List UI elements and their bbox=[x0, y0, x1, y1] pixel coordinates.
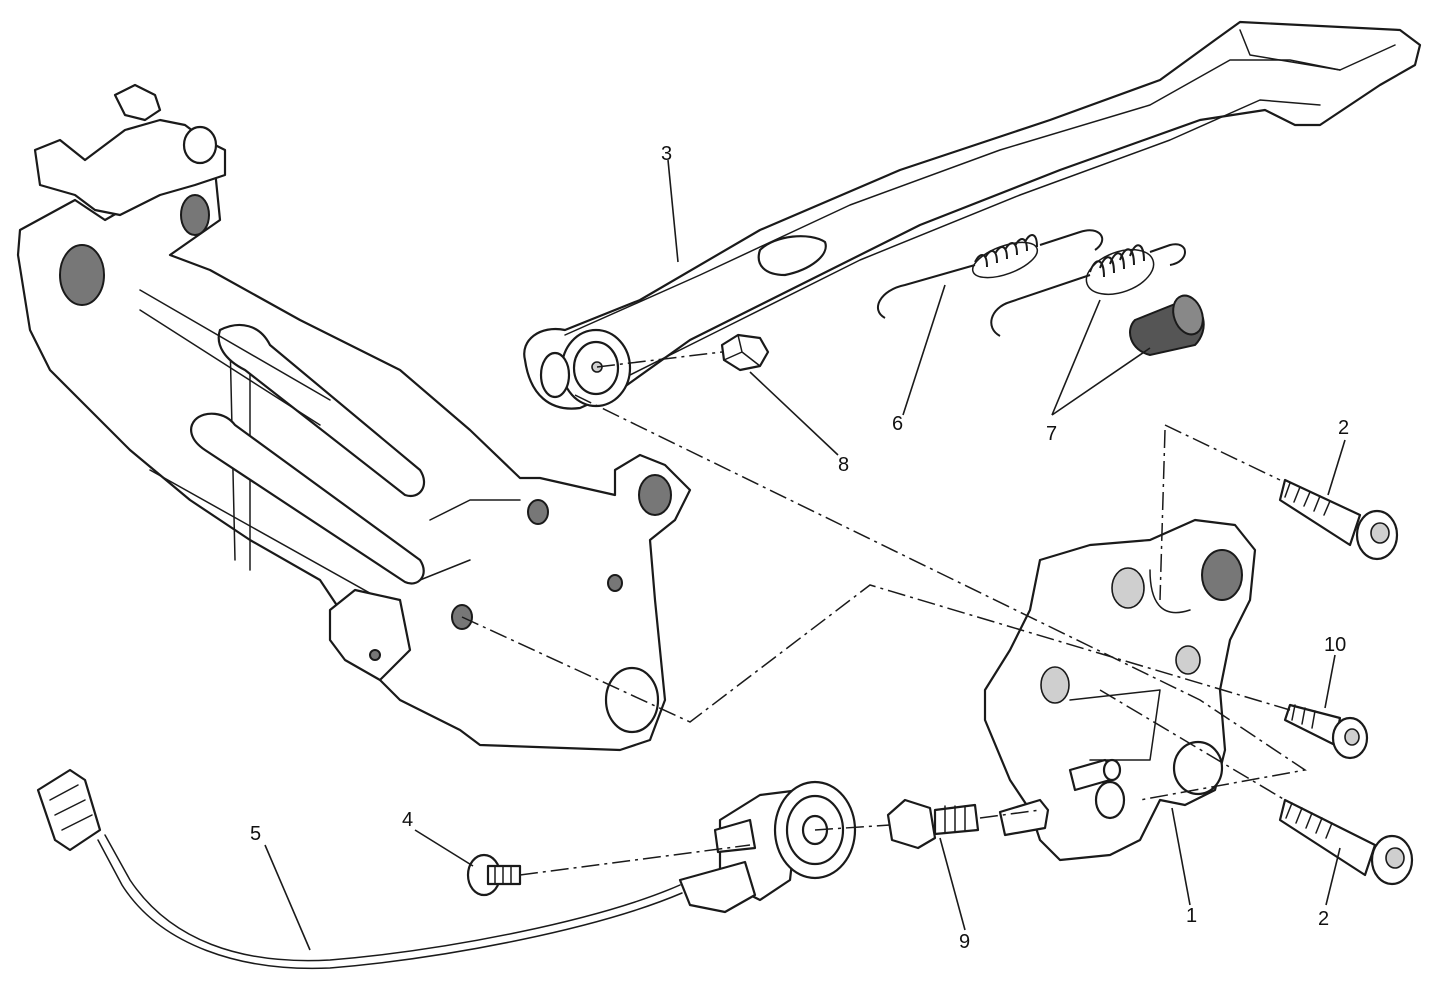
pin bbox=[886, 798, 980, 850]
side-stand-leg bbox=[523, 20, 1422, 410]
spring-sleeve bbox=[1129, 294, 1205, 357]
screw-2-lower bbox=[1278, 798, 1414, 886]
spring-6 bbox=[876, 229, 1104, 319]
screw-10 bbox=[1283, 703, 1369, 760]
callout-10: 10 bbox=[1324, 634, 1346, 656]
callout-2-lower: 2 bbox=[1318, 908, 1329, 930]
spring-7 bbox=[990, 243, 1186, 337]
mounting-plate bbox=[983, 518, 1257, 862]
screw-2-upper bbox=[1278, 478, 1399, 561]
callout-4: 4 bbox=[402, 809, 413, 831]
cable-connector bbox=[36, 768, 102, 852]
callout-6: 6 bbox=[892, 413, 903, 435]
callout-7: 7 bbox=[1046, 423, 1057, 445]
frame-bracket bbox=[16, 83, 692, 752]
assembly-lines bbox=[461, 351, 1307, 876]
screw-4 bbox=[466, 853, 522, 897]
callout-9: 9 bbox=[959, 931, 970, 953]
callout-8: 8 bbox=[838, 454, 849, 476]
leader-lines bbox=[264, 159, 1346, 951]
callout-labels: 3 2 10 2 1 6 7 8 9 4 5 bbox=[250, 143, 1349, 953]
callout-2-upper: 2 bbox=[1338, 417, 1349, 439]
nut bbox=[720, 333, 770, 372]
callout-1: 1 bbox=[1186, 905, 1197, 927]
callout-3: 3 bbox=[661, 143, 672, 165]
sensor-switch bbox=[678, 780, 857, 914]
sensor-cable bbox=[97, 834, 683, 970]
callout-5: 5 bbox=[250, 823, 261, 845]
